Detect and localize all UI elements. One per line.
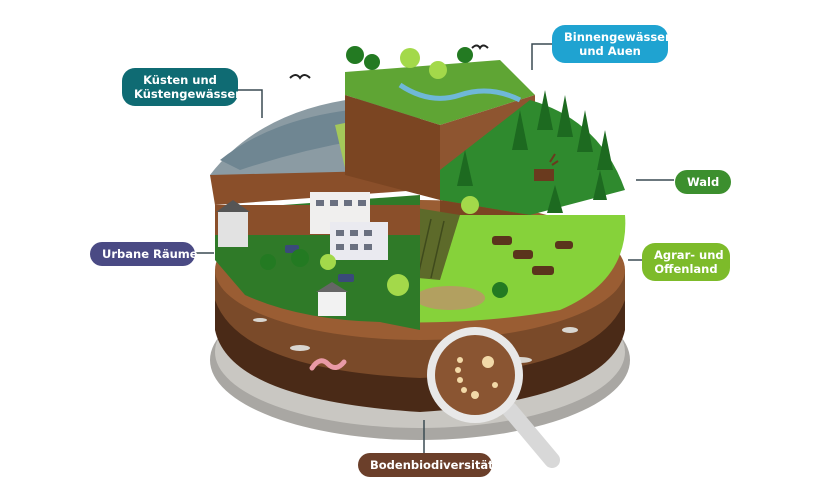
forest-slice [440, 100, 625, 215]
deer [534, 153, 559, 181]
label-urbane-raeume: Urbane Räume [90, 242, 198, 266]
label-wald: Wald [675, 170, 731, 194]
label-bodenbiodiversitaet: Bodenbiodiversität [358, 453, 494, 477]
magnifier-icon [427, 327, 560, 468]
label-kuesten: Küsten und Küstengewässer [122, 68, 241, 106]
earthworm [309, 358, 347, 371]
house [218, 212, 248, 247]
label-agrar-offenland: Agrar- und Offenland [642, 243, 730, 281]
label-binnengewaesser: Binnengewässer und Auen [552, 25, 671, 63]
bird [289, 74, 311, 80]
inland-water-plateau [345, 60, 535, 125]
bird [471, 44, 489, 50]
cows [492, 236, 573, 275]
